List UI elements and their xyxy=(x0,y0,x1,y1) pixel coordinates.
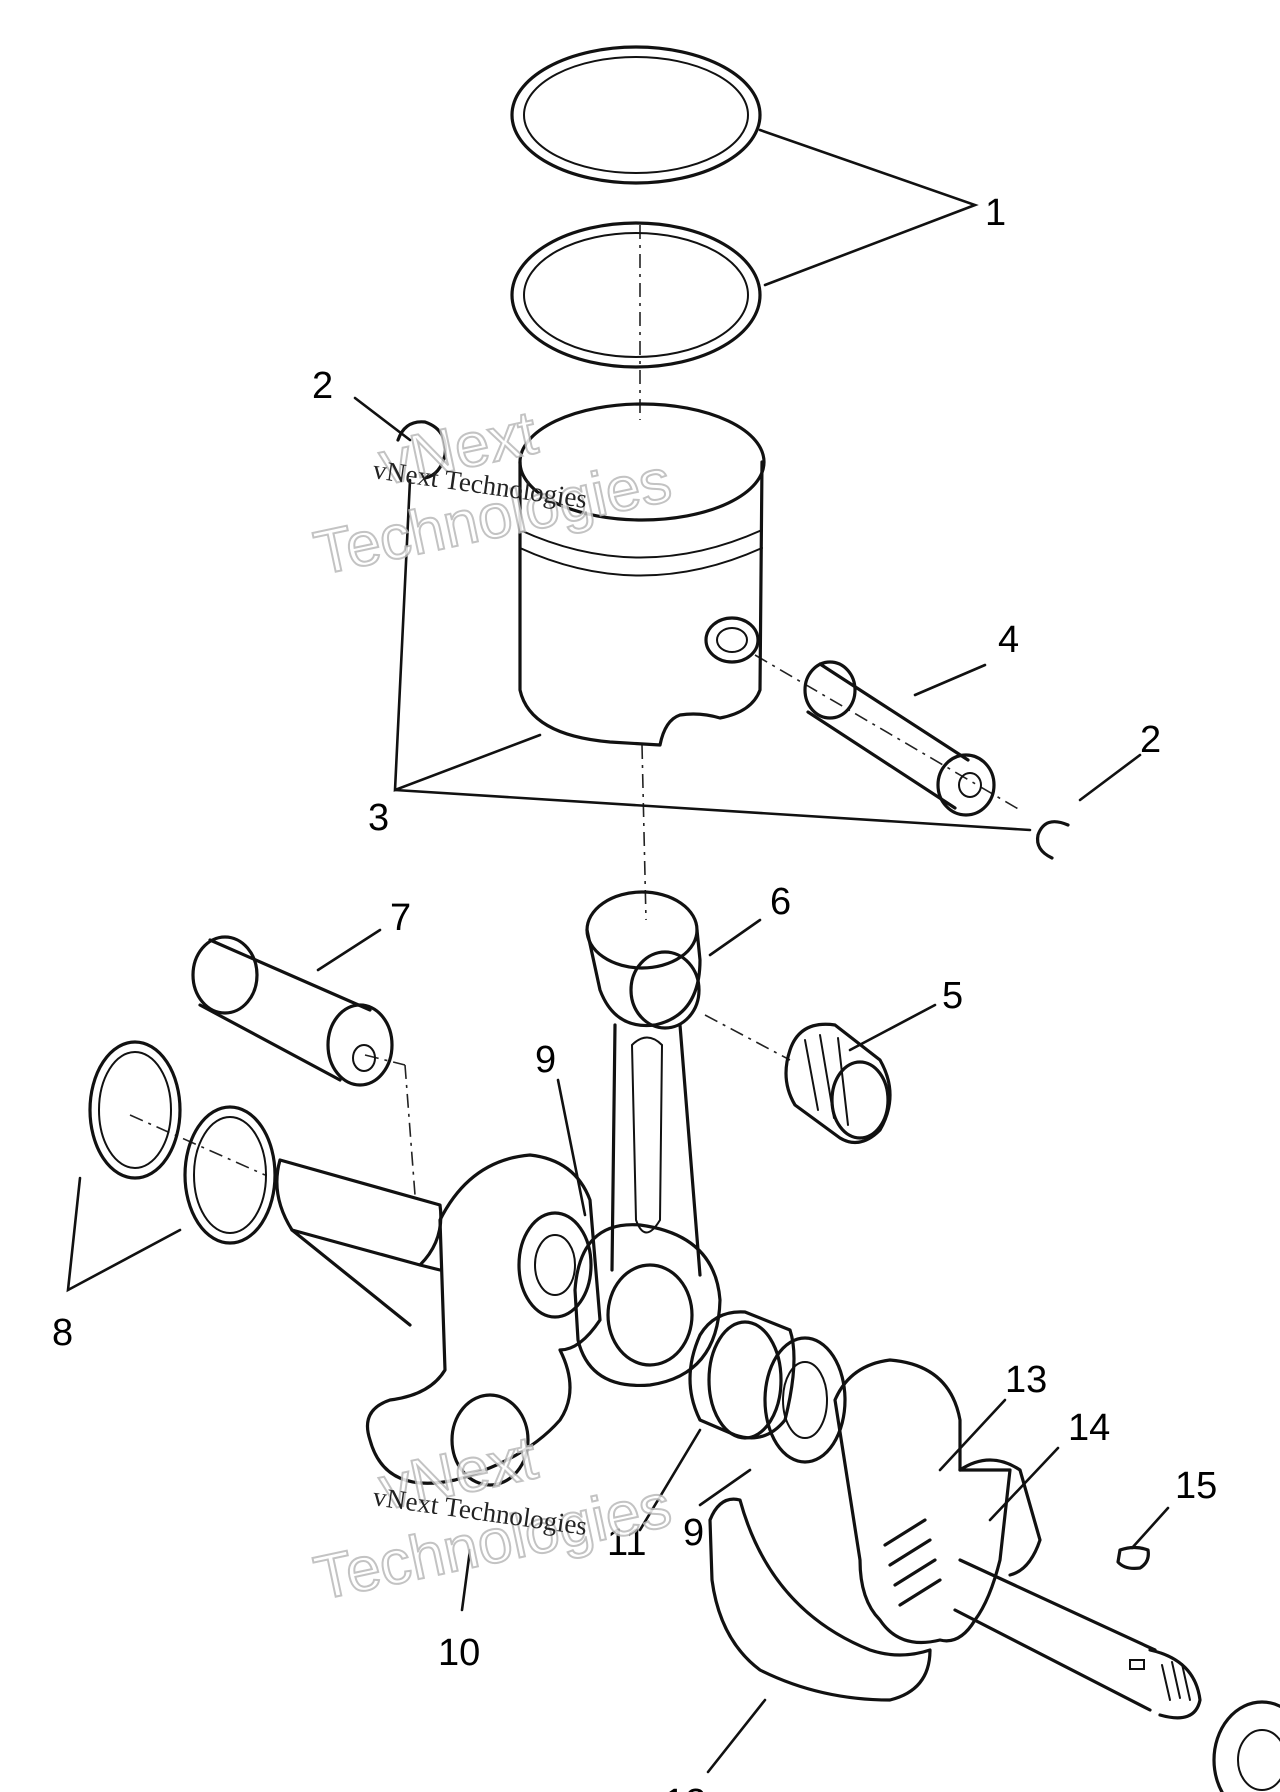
axis-washers xyxy=(129,1114,266,1176)
callout-6: 6 xyxy=(770,881,791,923)
leader-12 xyxy=(706,1698,767,1774)
needle-bearing xyxy=(784,1022,892,1145)
callout-12: 12 xyxy=(664,1782,706,1792)
axis-pin-7-down xyxy=(404,1064,416,1196)
leader-4 xyxy=(913,663,987,697)
callout-2-left: 2 xyxy=(312,365,333,407)
callout-7: 7 xyxy=(390,897,411,939)
piston-ring-upper xyxy=(510,45,762,185)
woodruff-key xyxy=(1116,1545,1150,1570)
callout-2-right: 2 xyxy=(1140,719,1161,761)
callout-8: 8 xyxy=(52,1312,73,1354)
leader-9a xyxy=(556,1078,587,1217)
crankshaft-right-half xyxy=(708,1358,1202,1720)
connecting-rod xyxy=(573,890,722,1388)
crankshaft-left-half xyxy=(275,1153,602,1487)
callout-10: 10 xyxy=(438,1632,480,1674)
watermark-top: vNext Technologies vNext Technologies xyxy=(308,397,678,589)
axis-piston-rod xyxy=(641,744,647,921)
callout-14: 14 xyxy=(1068,1407,1110,1449)
leader-5 xyxy=(848,1003,937,1052)
axis-bearing xyxy=(704,1014,791,1061)
leader-11 xyxy=(638,1428,702,1532)
callout-13: 13 xyxy=(1005,1359,1047,1401)
leader-3 xyxy=(393,478,1032,832)
callout-4: 4 xyxy=(998,619,1019,661)
watermark-top-big-1: vNext xyxy=(374,398,543,498)
watermark-bottom: vNext Technologies vNext Technologies xyxy=(308,1422,678,1614)
piston-ring-lower xyxy=(510,221,762,369)
leader-14 xyxy=(988,1446,1060,1522)
axis-pin xyxy=(754,654,1021,811)
leader-6 xyxy=(708,918,762,957)
leader-8 xyxy=(66,1176,182,1293)
seal-washer-9 xyxy=(763,1336,847,1464)
callout-11: 11 xyxy=(607,1522,646,1564)
piston xyxy=(518,402,766,747)
crank-pin xyxy=(191,935,394,1087)
leader-7 xyxy=(316,928,382,972)
leader-9b xyxy=(698,1468,752,1507)
washer-fragment xyxy=(1212,1700,1280,1792)
leader-2b xyxy=(1078,753,1142,802)
callout-9-bottom: 9 xyxy=(683,1512,704,1554)
circlip-left xyxy=(396,420,447,480)
leader-10 xyxy=(460,1548,472,1612)
axis-pin-7 xyxy=(364,1054,406,1066)
piston-pin xyxy=(803,660,996,817)
callout-15: 15 xyxy=(1175,1465,1217,1507)
leader-15 xyxy=(1130,1506,1170,1550)
callout-3: 3 xyxy=(368,797,389,839)
callout-5: 5 xyxy=(942,975,963,1017)
thrust-washers xyxy=(88,1040,277,1245)
circlip-right xyxy=(1035,820,1070,860)
callout-1: 1 xyxy=(985,192,1006,234)
leader-13 xyxy=(938,1398,1007,1472)
leader-1 xyxy=(758,128,979,287)
leader-2a xyxy=(353,396,412,442)
callout-9-top: 9 xyxy=(535,1039,556,1081)
main-bearing-11 xyxy=(688,1310,796,1440)
